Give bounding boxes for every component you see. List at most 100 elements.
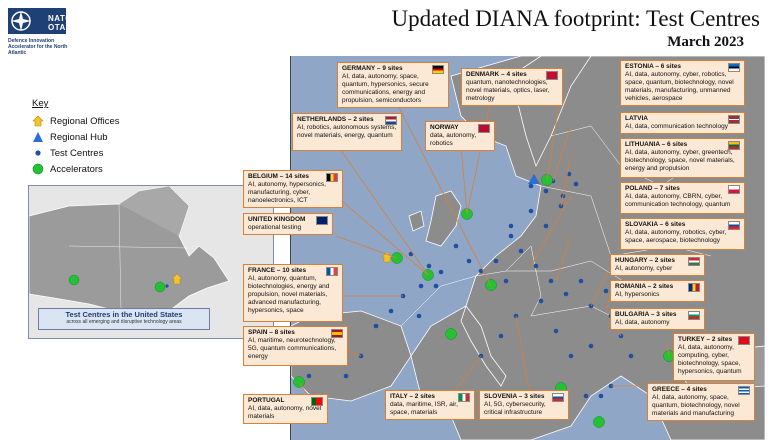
legend-item-test-centres: Test Centres: [32, 145, 120, 161]
inset-caption: Test Centres in the United States across…: [38, 308, 210, 330]
country-box-bulgaria: BULGARIA – 3 sites AI, data, autonomy: [610, 308, 705, 330]
country-box-slovenia: SLOVENIA – 3 sites AI, 5G, cybersecurity…: [479, 390, 569, 420]
box-text: AI, robotics, autonomous systems, novel …: [297, 124, 397, 139]
test-centre-marker: [165, 284, 169, 288]
spain-flag-icon: [331, 329, 343, 338]
country-box-italy: ITALY – 2 sites data, maritime, ISR, air…: [385, 390, 475, 420]
netherlands-flag-icon: [385, 116, 397, 125]
norway-flag-icon: [478, 124, 490, 133]
triangle-icon: [528, 174, 540, 184]
box-title: ROMANIA – 2 sites: [615, 283, 674, 290]
estonia-flag-icon: [728, 63, 740, 72]
box-title: POLAND – 7 sites: [625, 185, 680, 192]
box-text: AI, autonomy, quantum, biotechnologies, …: [248, 275, 330, 314]
box-title: HUNGARY – 2 sites: [615, 257, 675, 264]
logo-subtitle: Defence Innovation Accelerator for the N…: [8, 38, 68, 56]
box-title: SPAIN – 8 sites: [248, 329, 295, 336]
romania-flag-icon: [688, 283, 700, 292]
slovenia-flag-icon: [552, 393, 564, 402]
box-title: FRANCE – 10 sites: [248, 267, 307, 274]
box-text: AI, hypersonics: [615, 291, 660, 298]
box-text: AI, data, autonomy, computing, cyber, bi…: [678, 344, 742, 375]
box-text: AI, data, autonomy, space, quantum, hype…: [342, 73, 429, 104]
box-title: ITALY – 2 sites: [390, 393, 436, 400]
box-title: GREECE – 4 sites: [652, 386, 707, 393]
latvia-flag-icon: [728, 115, 740, 124]
box-title: SLOVAKIA – 6 sites: [625, 221, 686, 228]
box-text: operational testing: [248, 224, 302, 231]
legend-label: Regional Offices: [50, 115, 120, 127]
box-title: NORWAY: [430, 124, 459, 131]
country-box-latvia: LATVIA AI, data, communication technolog…: [620, 112, 745, 134]
triangle-icon: [33, 132, 43, 142]
country-box-norway: NORWAY data, autonomy, robotics: [425, 121, 495, 151]
accelerator-markers: [293, 174, 675, 428]
inset-subtitle: across all emerging and disruptive techn…: [66, 319, 182, 325]
page-date: March 2023: [667, 34, 744, 50]
slovakia-flag-icon: [728, 221, 740, 230]
box-title: LITHUANIA – 6 sites: [625, 141, 688, 148]
poland-flag-icon: [728, 185, 740, 194]
page-title: Updated DIANA footprint: Test Centres: [391, 6, 760, 31]
country-box-uk: UNITED KINGDOM operational testing: [243, 213, 333, 235]
dot-icon: [35, 150, 41, 156]
box-text: AI, data, autonomy, cyber, robotics, spa…: [625, 71, 734, 102]
house-icon: [171, 273, 183, 285]
box-text: AI, data, autonomy, space, quantum, biot…: [652, 394, 740, 417]
ireland: [408, 210, 425, 232]
legend-label: Test Centres: [50, 147, 104, 159]
leader-lines: [298, 91, 670, 402]
box-title: DENMARK – 4 sites: [466, 71, 527, 78]
nato-star-icon: [11, 11, 31, 31]
box-text: AI, autonomy, cyber: [615, 265, 673, 272]
country-box-netherlands: NETHERLANDS – 2 sites AI, robotics, auto…: [292, 113, 402, 151]
box-text: AI, data, autonomy, cyber, greentech, bi…: [625, 149, 735, 172]
box-text: AI, data, autonomy, CBRN, cyber, communi…: [625, 193, 731, 208]
portugal-flag-icon: [311, 397, 323, 406]
circle-icon: [32, 163, 44, 175]
box-title: TURKEY – 2 sites: [678, 336, 733, 343]
box-title: LATVIA: [625, 115, 648, 122]
legend-item-accelerators: Accelerators: [32, 161, 120, 177]
country-box-turkey: TURKEY – 2 sites AI, data, autonomy, com…: [673, 333, 755, 381]
box-title: BELGIUM – 14 sites: [248, 173, 310, 180]
denmark-flag-icon: [546, 71, 558, 80]
box-text: AI, data, autonomy: [615, 319, 670, 326]
belgium-flag-icon: [326, 173, 338, 182]
box-title: NETHERLANDS – 2 sites: [297, 116, 374, 123]
country-box-romania: ROMANIA – 2 sites AI, hypersonics: [610, 280, 705, 302]
nato-logo: NATO OTAN: [8, 8, 72, 34]
country-box-france: FRANCE – 10 sites AI, autonomy, quantum,…: [243, 264, 343, 322]
logo-wordmark: NATO OTAN: [48, 14, 72, 32]
box-text: data, autonomy, robotics: [430, 132, 477, 147]
box-title: SLOVENIA – 3 sites: [484, 393, 545, 400]
hungary-flag-icon: [688, 257, 700, 266]
box-title: GERMANY – 9 sites: [342, 65, 403, 72]
box-title: PORTUGAL: [248, 397, 285, 404]
italy-flag-icon: [458, 393, 470, 402]
country-box-estonia: ESTONIA – 6 sites AI, data, autonomy, cy…: [620, 60, 745, 106]
box-text: AI, 5G, cybersecurity, critical infrastr…: [484, 401, 546, 416]
box-text: AI, data, autonomy, robotics, cyber, spa…: [625, 229, 727, 244]
box-text: AI, autonomy, hypersonics, manufacturing…: [248, 181, 326, 204]
bulgaria-flag-icon: [688, 311, 700, 320]
country-box-spain: SPAIN – 8 sites AI, maritime, neurotechn…: [243, 326, 348, 366]
legend: Key Regional Offices Regional Hub Test C…: [32, 98, 120, 177]
lithuania-flag-icon: [728, 141, 740, 150]
country-box-belgium: BELGIUM – 14 sites AI, autonomy, hyperso…: [243, 170, 343, 208]
house-icon: [381, 251, 393, 263]
country-box-denmark: DENMARK – 4 sites quantum, nanotechnolog…: [461, 68, 563, 106]
turkey-flag-icon: [738, 336, 750, 345]
legend-label: Regional Hub: [50, 131, 108, 143]
country-box-poland: POLAND – 7 sites AI, data, autonomy, CBR…: [620, 182, 745, 214]
legend-label: Accelerators: [50, 163, 103, 175]
accelerator-marker: [154, 281, 166, 293]
house-icon: [32, 115, 44, 127]
box-text: data, maritime, ISR, air, space, materia…: [390, 401, 458, 416]
box-text: quantum, nanotechnologies, novel materia…: [466, 79, 550, 102]
box-text: AI, maritime, neurotechnology, 5G, quant…: [248, 337, 337, 360]
greece-flag-icon: [738, 386, 750, 395]
box-text: AI, data, communication technology: [625, 123, 728, 130]
logo-otan-text: OTAN: [48, 23, 73, 32]
us-map-svg: [29, 186, 230, 315]
